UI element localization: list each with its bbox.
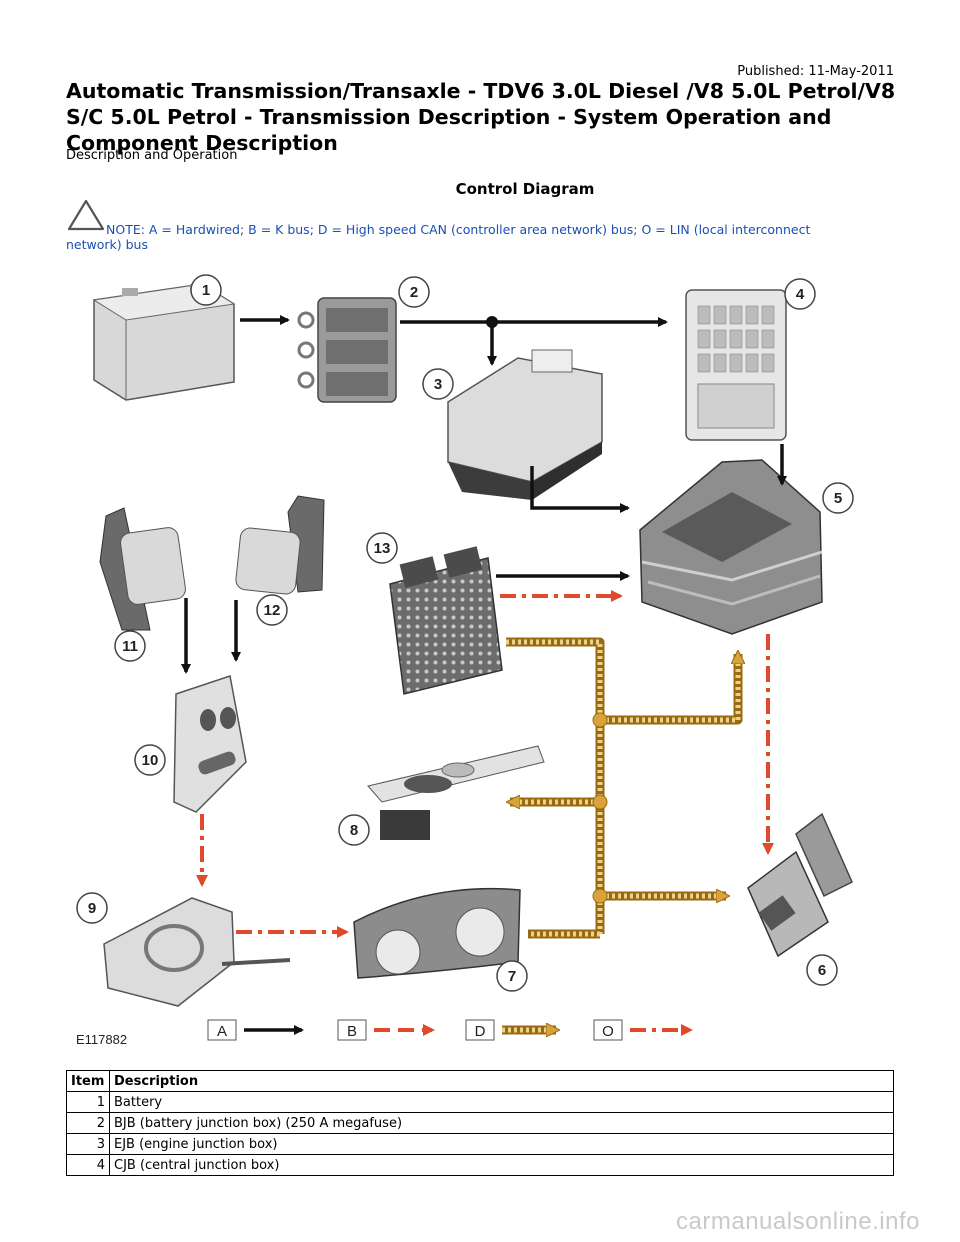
callout-10-label: 10 — [142, 752, 159, 769]
callout-11-label: 11 — [122, 638, 138, 655]
callout-10: 10 — [134, 744, 166, 776]
column-header-item: Item — [66, 1070, 110, 1092]
published-date: Published: 11-May-2011 — [737, 64, 894, 79]
callout-11: 11 — [114, 630, 146, 662]
callout-4: 4 — [784, 278, 816, 310]
callout-3: 3 — [422, 368, 454, 400]
callout-5: 5 — [822, 482, 854, 514]
callout-9-label: 9 — [88, 900, 96, 917]
table-row: 3 EJB (engine junction box) — [66, 1133, 894, 1155]
page-subtitle: Description and Operation — [66, 148, 238, 163]
item-number: 3 — [66, 1133, 110, 1155]
item-description: Battery — [109, 1091, 894, 1113]
legend-lin: O — [593, 1019, 693, 1041]
ecm-component — [389, 546, 503, 695]
hardwired-connections — [181, 315, 787, 674]
legend-hardwired: A — [207, 1019, 304, 1041]
junction-dot — [486, 316, 498, 328]
callout-5-label: 5 — [834, 490, 842, 507]
item-table: Item Description 1 Battery 2 BJB (batter… — [66, 1070, 894, 1176]
legend-can: D — [465, 1019, 556, 1041]
tcm-valve-body-component — [639, 459, 823, 635]
column-header-description: Description — [109, 1070, 894, 1092]
callout-6-label: 6 — [818, 962, 826, 979]
callout-9: 9 — [76, 892, 108, 924]
bjb-component — [297, 297, 397, 403]
lin-connections — [196, 590, 774, 938]
item-number: 4 — [66, 1154, 110, 1176]
item-description: CJB (central junction box) — [109, 1154, 894, 1176]
watermark: carmanualsonline.info — [676, 1208, 920, 1235]
section-heading: Control Diagram — [455, 180, 595, 198]
steering-column-module-component — [103, 897, 291, 1007]
page-title: Automatic Transmission/Transaxle - TDV6 … — [66, 79, 896, 155]
item-description: EJB (engine junction box) — [109, 1133, 894, 1155]
table-header-row: Item Description — [66, 1070, 894, 1092]
item-description: BJB (battery junction box) (250 A megafu… — [109, 1112, 894, 1134]
legend-letter-d: D — [475, 1023, 486, 1040]
callout-13-label: 13 — [374, 540, 391, 557]
callout-7-label: 7 — [508, 968, 516, 985]
callout-12: 12 — [256, 594, 288, 626]
callout-6: 6 — [806, 954, 838, 986]
callout-8: 8 — [338, 814, 370, 846]
note-block: NOTE: A = Hardwired; B = K bus; D = High… — [66, 199, 856, 252]
legend-k-bus: B — [337, 1019, 435, 1041]
item-number: 1 — [66, 1091, 110, 1113]
callout-7: 7 — [496, 960, 528, 992]
table-row: 4 CJB (central junction box) — [66, 1154, 894, 1176]
ejb-component — [447, 349, 603, 500]
legend-letter-a: A — [217, 1023, 227, 1040]
callout-1: 1 — [190, 274, 222, 306]
connector-component — [747, 812, 853, 958]
callout-8-label: 8 — [350, 822, 358, 839]
gear-selector-component — [367, 745, 545, 840]
image-code: E117882 — [76, 1032, 127, 1047]
note-text: NOTE: A = Hardwired; B = K bus; D = High… — [66, 222, 811, 252]
callout-1-label: 1 — [202, 282, 210, 299]
callout-2: 2 — [398, 276, 430, 308]
callout-3-label: 3 — [434, 376, 442, 393]
callout-4-label: 4 — [796, 286, 805, 303]
steering-switchpack-component — [173, 675, 247, 813]
callout-12-label: 12 — [264, 602, 281, 619]
upshift-paddle-component — [235, 495, 325, 595]
cjb-component — [685, 289, 787, 441]
downshift-paddle-component — [99, 507, 186, 631]
diagram-legend: A B D O — [207, 1019, 693, 1041]
control-diagram: 1 2 3 4 — [76, 274, 854, 1047]
table-row: 1 Battery — [66, 1091, 894, 1113]
caution-icon — [67, 199, 105, 231]
can-bus-connections — [506, 637, 738, 939]
callout-13: 13 — [366, 532, 398, 564]
callout-2-label: 2 — [410, 284, 418, 301]
legend-letter-b: B — [347, 1023, 357, 1040]
item-number: 2 — [66, 1112, 110, 1134]
instrument-cluster-component — [353, 887, 521, 979]
table-row: 2 BJB (battery junction box) (250 A mega… — [66, 1112, 894, 1134]
legend-letter-o: O — [602, 1023, 614, 1040]
